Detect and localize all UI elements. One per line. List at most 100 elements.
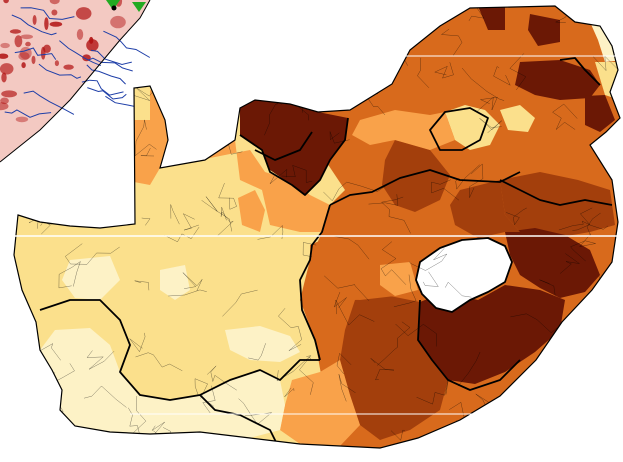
inset-patch — [9, 29, 22, 34]
inset-patch — [15, 116, 29, 123]
municipality-line — [586, 212, 601, 237]
municipality-line — [204, 71, 224, 100]
municipality-line — [598, 276, 616, 301]
inset-patch — [1, 72, 7, 83]
region-northeast-dark — [478, 6, 505, 30]
municipality-line — [333, 292, 347, 308]
municipality-line — [425, 440, 443, 448]
inset-river — [11, 14, 57, 36]
boundary-free-state-north — [329, 169, 521, 206]
municipality-line — [218, 183, 237, 210]
municipality-line — [83, 385, 127, 408]
country-outline — [13, 5, 621, 449]
municipality-line — [137, 56, 167, 72]
inset-patch — [86, 39, 99, 52]
lesotho — [416, 238, 512, 312]
municipality-line — [335, 299, 375, 326]
inset-patch — [110, 15, 126, 29]
municipality-line — [416, 380, 449, 405]
municipality-line — [461, 67, 505, 101]
municipality-line — [465, 419, 493, 438]
inset-patch — [21, 62, 26, 69]
municipality-line — [284, 387, 295, 398]
municipality-line — [552, 103, 578, 130]
inset-patch — [14, 35, 23, 48]
municipality-line — [159, 6, 190, 31]
region-freestate-class3-patch — [380, 262, 418, 296]
province-boundaries — [39, 57, 613, 448]
inset-patch — [82, 54, 91, 62]
inset-black-dot — [111, 5, 117, 11]
boundary-lesotho — [415, 237, 513, 313]
municipality-line — [488, 415, 515, 423]
municipality-line — [368, 194, 399, 206]
region-east-dark-coast — [505, 228, 600, 298]
municipality-line — [170, 204, 180, 225]
inset-river — [20, 7, 75, 20]
inset-coastline — [0, 0, 151, 163]
inset-river — [86, 64, 126, 85]
municipality-line — [132, 86, 157, 101]
municipality-line — [164, 226, 200, 243]
inset-green-marker — [106, 0, 120, 10]
boundary-north-west-limpopo — [239, 117, 349, 196]
municipality-line — [455, 164, 480, 190]
inset-patch — [1, 90, 17, 98]
municipality-line — [58, 260, 81, 289]
municipality-line — [65, 166, 83, 189]
municipality-line — [201, 196, 233, 232]
municipality-line — [35, 165, 83, 210]
inset-patch — [32, 15, 37, 25]
region-west-class3-strip — [134, 120, 168, 185]
municipality-line — [212, 107, 229, 140]
municipality-line — [380, 241, 407, 285]
region-west-class1-a — [62, 256, 120, 300]
region-north-class3-ring — [352, 110, 455, 150]
municipality-line — [333, 236, 370, 260]
municipality-line — [423, 271, 439, 287]
municipality-line — [409, 248, 448, 271]
municipality-line — [140, 147, 155, 157]
municipality-line — [64, 243, 120, 265]
municipality-line — [74, 136, 109, 169]
inset-patch — [0, 102, 9, 111]
inset-dark-patches — [0, 0, 126, 123]
municipality-line — [417, 57, 430, 88]
inset-patch — [54, 60, 60, 67]
region-northeast-dark-3 — [515, 60, 600, 100]
municipality-line — [390, 429, 405, 441]
inset-patch — [63, 64, 74, 70]
municipality-line — [134, 280, 150, 291]
municipality-line — [393, 274, 417, 308]
municipality-line — [329, 131, 350, 144]
inset-patch — [3, 0, 9, 4]
region-north-dark — [240, 100, 348, 195]
municipality-line — [135, 352, 183, 371]
municipality-line — [248, 343, 266, 361]
municipality-line — [469, 163, 484, 198]
municipality-line — [572, 224, 609, 231]
municipality-line — [364, 6, 384, 26]
municipality-line — [539, 279, 556, 296]
region-east-dark-3 — [585, 95, 615, 132]
municipality-line — [376, 321, 411, 366]
region-southeast-class5 — [340, 296, 448, 440]
inset-patch — [40, 46, 46, 60]
region-center-class5-ring — [450, 180, 520, 238]
inset-river — [38, 63, 82, 79]
region-west-class3-d — [280, 202, 305, 228]
region-northeast-dark-2 — [528, 14, 560, 46]
municipality-line — [49, 194, 64, 212]
municipality-line — [217, 207, 234, 237]
municipality-line — [302, 242, 317, 257]
municipality-line — [129, 332, 146, 353]
municipality-line — [131, 395, 147, 435]
municipality-line — [484, 407, 510, 432]
inset-patch — [0, 63, 14, 75]
municipality-line — [159, 34, 191, 58]
inset-river — [4, 109, 52, 118]
municipality-line — [357, 65, 373, 80]
municipality-line — [559, 253, 580, 274]
